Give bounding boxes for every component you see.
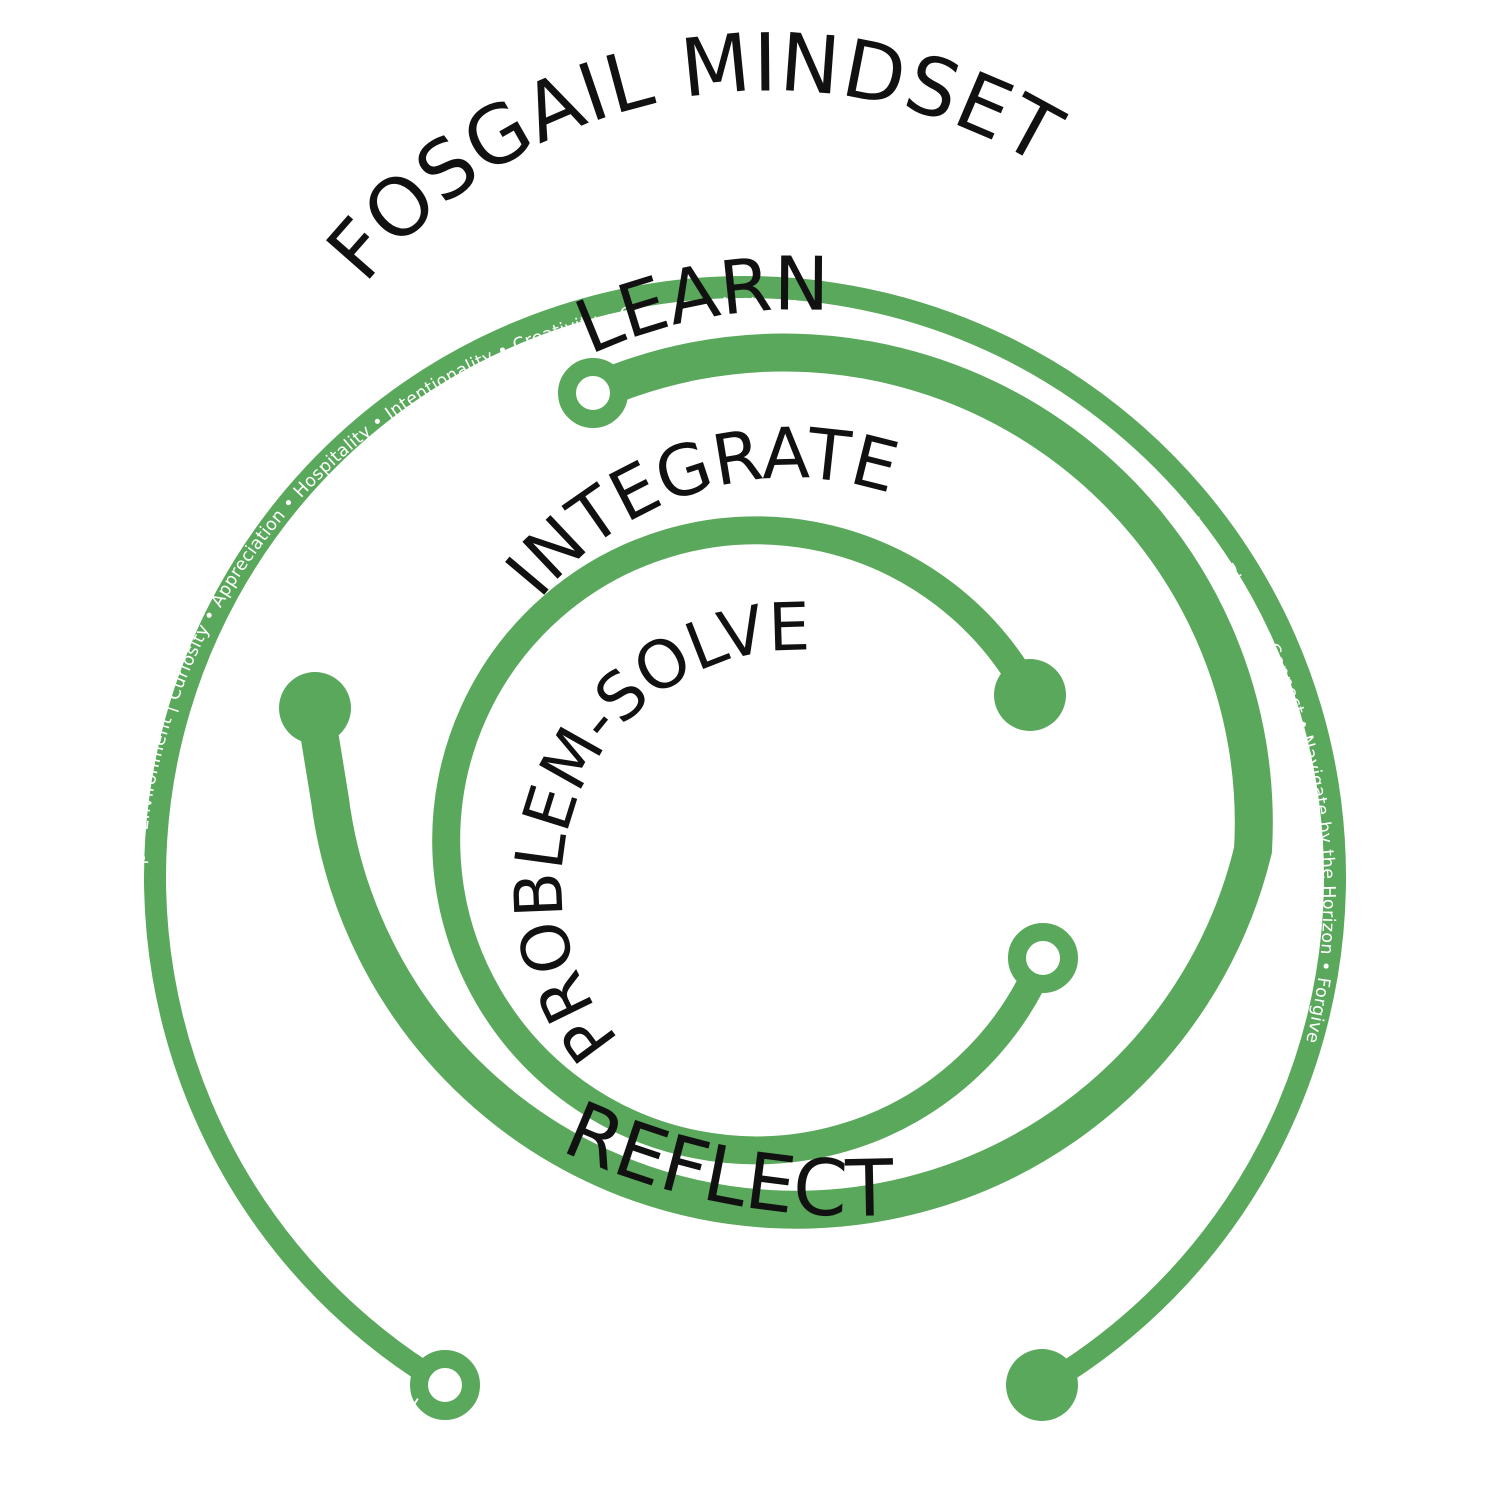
learn-start-node — [558, 358, 628, 428]
stage-integrate-path: INTEGRATE — [490, 412, 906, 611]
reflect-end-node — [279, 672, 351, 744]
learn-reflect-track — [296, 333, 1273, 1229]
stage-problem-solve-label: PROBLEM-SOLVE — [500, 588, 811, 1076]
integrate-end-node — [994, 659, 1066, 731]
outer-ring-end-node — [1006, 1349, 1078, 1421]
outer-ring-start-node — [410, 1350, 480, 1420]
stage-problem-solve-path: PROBLEM-SOLVE — [500, 588, 811, 1076]
outer-ring-band — [144, 276, 1346, 1396]
stage-integrate-label: INTEGRATE — [490, 412, 906, 611]
problem-solve-start-node — [1008, 923, 1078, 993]
stage-reflect-label: REFLECT — [552, 1085, 894, 1235]
stage-reflect-path: REFLECT — [552, 1085, 894, 1235]
integrate-problem-solve-track — [432, 516, 1057, 1165]
